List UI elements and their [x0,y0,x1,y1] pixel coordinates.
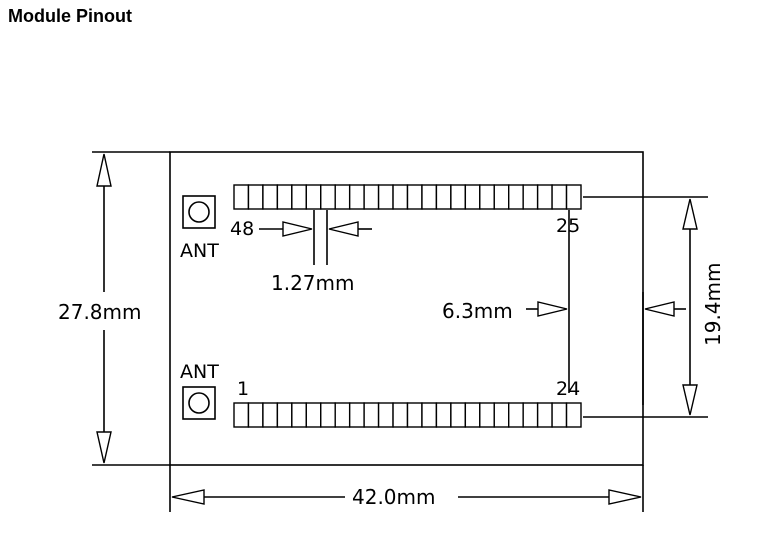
pin-pad [406,184,423,210]
pitch-label: 1.27mm [271,271,355,295]
ant-label-top: ANT [180,240,219,262]
pin-pad [493,402,510,428]
pin-pad [421,184,438,210]
row-span-dimension [583,196,708,418]
pin-pad [536,184,553,210]
pin-25-label: 25 [556,215,580,237]
pin-pad [262,402,279,428]
pin-pad [565,184,582,210]
pin-pad [348,402,365,428]
height-label: 27.8mm [58,300,142,324]
pin-pad [305,402,322,428]
pin-pad [276,184,293,210]
pin-pad [363,402,380,428]
pin-pad [363,184,380,210]
pin-pad [233,184,250,210]
pin-pad [320,184,336,210]
pin-pad [348,184,365,210]
pin-pad [551,184,568,210]
pin-pad [508,402,524,428]
pin-pad [247,184,264,210]
pin-pad [421,402,438,428]
pin-pad [320,402,336,428]
bottom-pin-row [233,402,582,428]
pin-pad [291,184,307,210]
pitch-dimension [259,210,372,265]
pin-pad [551,402,568,428]
pin-pad [508,184,524,210]
pin-pad [450,402,467,428]
pin-pad [450,184,467,210]
width-label: 42.0mm [352,485,436,509]
pin-pad [233,402,250,428]
pin-pad [377,184,394,210]
pin-pad [406,402,423,428]
pin-pad [435,184,452,210]
pin-pad [464,402,481,428]
pin-pad [392,184,409,210]
antenna-pad-bottom [182,386,216,420]
ant-label-bottom: ANT [180,361,219,383]
row-gap-dimension [526,210,686,405]
width-dimension [169,465,644,512]
pin-pad [522,402,539,428]
pin-pad [565,402,582,428]
row-gap-label: 6.3mm [442,299,513,323]
pin-pad [522,184,539,210]
row-span-label: 19.4mm [701,263,725,347]
pin-pad [247,402,264,428]
pin-pad [493,184,510,210]
pin-1-label: 1 [237,378,249,400]
pin-pad [262,184,279,210]
pin-48-label: 48 [230,218,254,240]
pin-pad [334,184,351,210]
pin-pad [435,402,452,428]
pin-pad [479,184,495,210]
pin-pad [276,402,293,428]
pin-pad [291,402,307,428]
top-pin-row [233,184,582,210]
antenna-pad-top [182,195,216,229]
page-title: Module Pinout [8,6,132,26]
height-dimension [92,151,170,466]
pin-pad [464,184,481,210]
pin-24-label: 24 [556,378,580,400]
pin-pad [392,402,409,428]
pin-pad [334,402,351,428]
pin-pad [536,402,553,428]
pin-pad [305,184,322,210]
pin-pad [377,402,394,428]
pin-pad [479,402,495,428]
